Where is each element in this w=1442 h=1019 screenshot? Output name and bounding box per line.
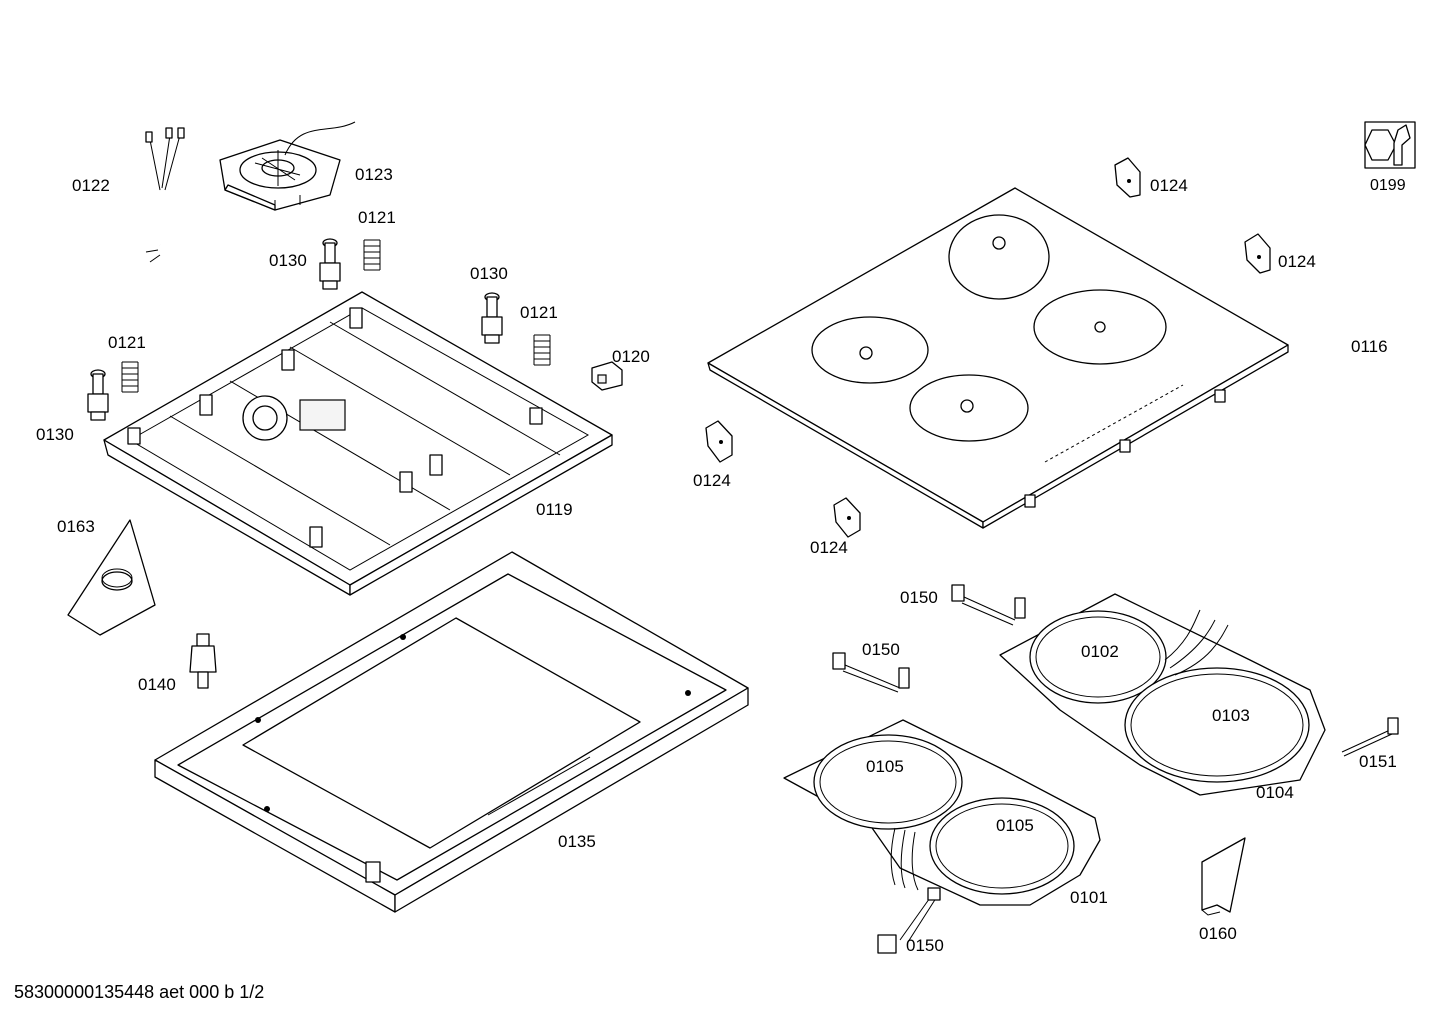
clip-0124-a[interactable] [1114, 157, 1141, 198]
part-label-0105: 0105 [996, 816, 1034, 835]
document-id: 58300000135448 aet 000 b 1/2 [14, 982, 265, 1002]
clip-0124-c[interactable] [705, 420, 733, 463]
part-label-0199: 0199 [1370, 177, 1406, 194]
cable-0150-c[interactable] [877, 887, 941, 954]
part-label-0124: 0124 [693, 471, 731, 490]
foot-0130-a[interactable] [319, 238, 341, 290]
part-label-0135: 0135 [558, 832, 596, 851]
part-label-0124: 0124 [810, 538, 848, 557]
cable-0150-b[interactable] [832, 652, 910, 693]
part-label-0121: 0121 [520, 303, 558, 322]
heating-element-0105-a [813, 734, 963, 830]
card-0163[interactable] [67, 519, 156, 636]
part-label-0116: 0116 [1351, 337, 1388, 356]
part-label-0123: 0123 [355, 165, 393, 184]
part-label-0101: 0101 [1070, 888, 1108, 907]
spring-0121-c[interactable] [121, 361, 139, 393]
clip-0124-d[interactable] [833, 497, 861, 538]
part-label-0130: 0130 [470, 264, 508, 283]
heating-element-0105-b [929, 797, 1075, 895]
part-label-0121: 0121 [358, 208, 396, 227]
part-label-0102: 0102 [1081, 642, 1119, 661]
part-label-0105: 0105 [866, 757, 904, 776]
heating-element-0102 [1029, 610, 1167, 704]
part-label-0130: 0130 [269, 251, 307, 270]
tray-0101[interactable] [783, 719, 1101, 906]
housing-tray-0119[interactable] [103, 291, 613, 596]
tray-0104[interactable] [999, 593, 1326, 796]
glass-top-0116[interactable] [707, 187, 1289, 529]
tool-icon-0199 [1364, 121, 1416, 169]
part-label-0121: 0121 [108, 333, 146, 352]
part-label-0140: 0140 [138, 675, 176, 694]
part-label-0130: 0130 [36, 425, 74, 444]
fan-0123[interactable] [219, 121, 356, 211]
part-label-0160: 0160 [1199, 924, 1237, 943]
part-label-0124: 0124 [1278, 252, 1316, 271]
part-label-0122: 0122 [72, 176, 110, 195]
bracket-0160[interactable] [1201, 837, 1246, 916]
part-label-0150: 0150 [862, 640, 900, 659]
spring-0121-a[interactable] [363, 239, 381, 271]
part-label-0150: 0150 [900, 588, 938, 607]
sensor-0151[interactable] [1341, 717, 1399, 757]
clip-0120[interactable] [591, 361, 623, 391]
part-label-0120: 0120 [612, 347, 650, 366]
cable-0150-a[interactable] [951, 584, 1026, 626]
part-label-0104: 0104 [1256, 783, 1294, 802]
part-label-0103: 0103 [1212, 706, 1250, 725]
part-label-0163: 0163 [57, 517, 95, 536]
part-label-0124: 0124 [1150, 176, 1188, 195]
part-label-0119: 0119 [536, 500, 573, 519]
foot-0130-b[interactable] [481, 292, 503, 344]
spring-0121-b[interactable] [533, 334, 551, 366]
clamp-0140[interactable] [189, 633, 217, 689]
part-label-0151: 0151 [1359, 752, 1397, 771]
part-label-0150: 0150 [906, 936, 944, 955]
heating-element-0103 [1124, 667, 1310, 783]
clip-0124-b[interactable] [1244, 233, 1271, 274]
frame-0135[interactable] [154, 551, 749, 913]
foot-0130-c[interactable] [87, 369, 109, 421]
power-cable-0122[interactable] [66, 127, 197, 305]
